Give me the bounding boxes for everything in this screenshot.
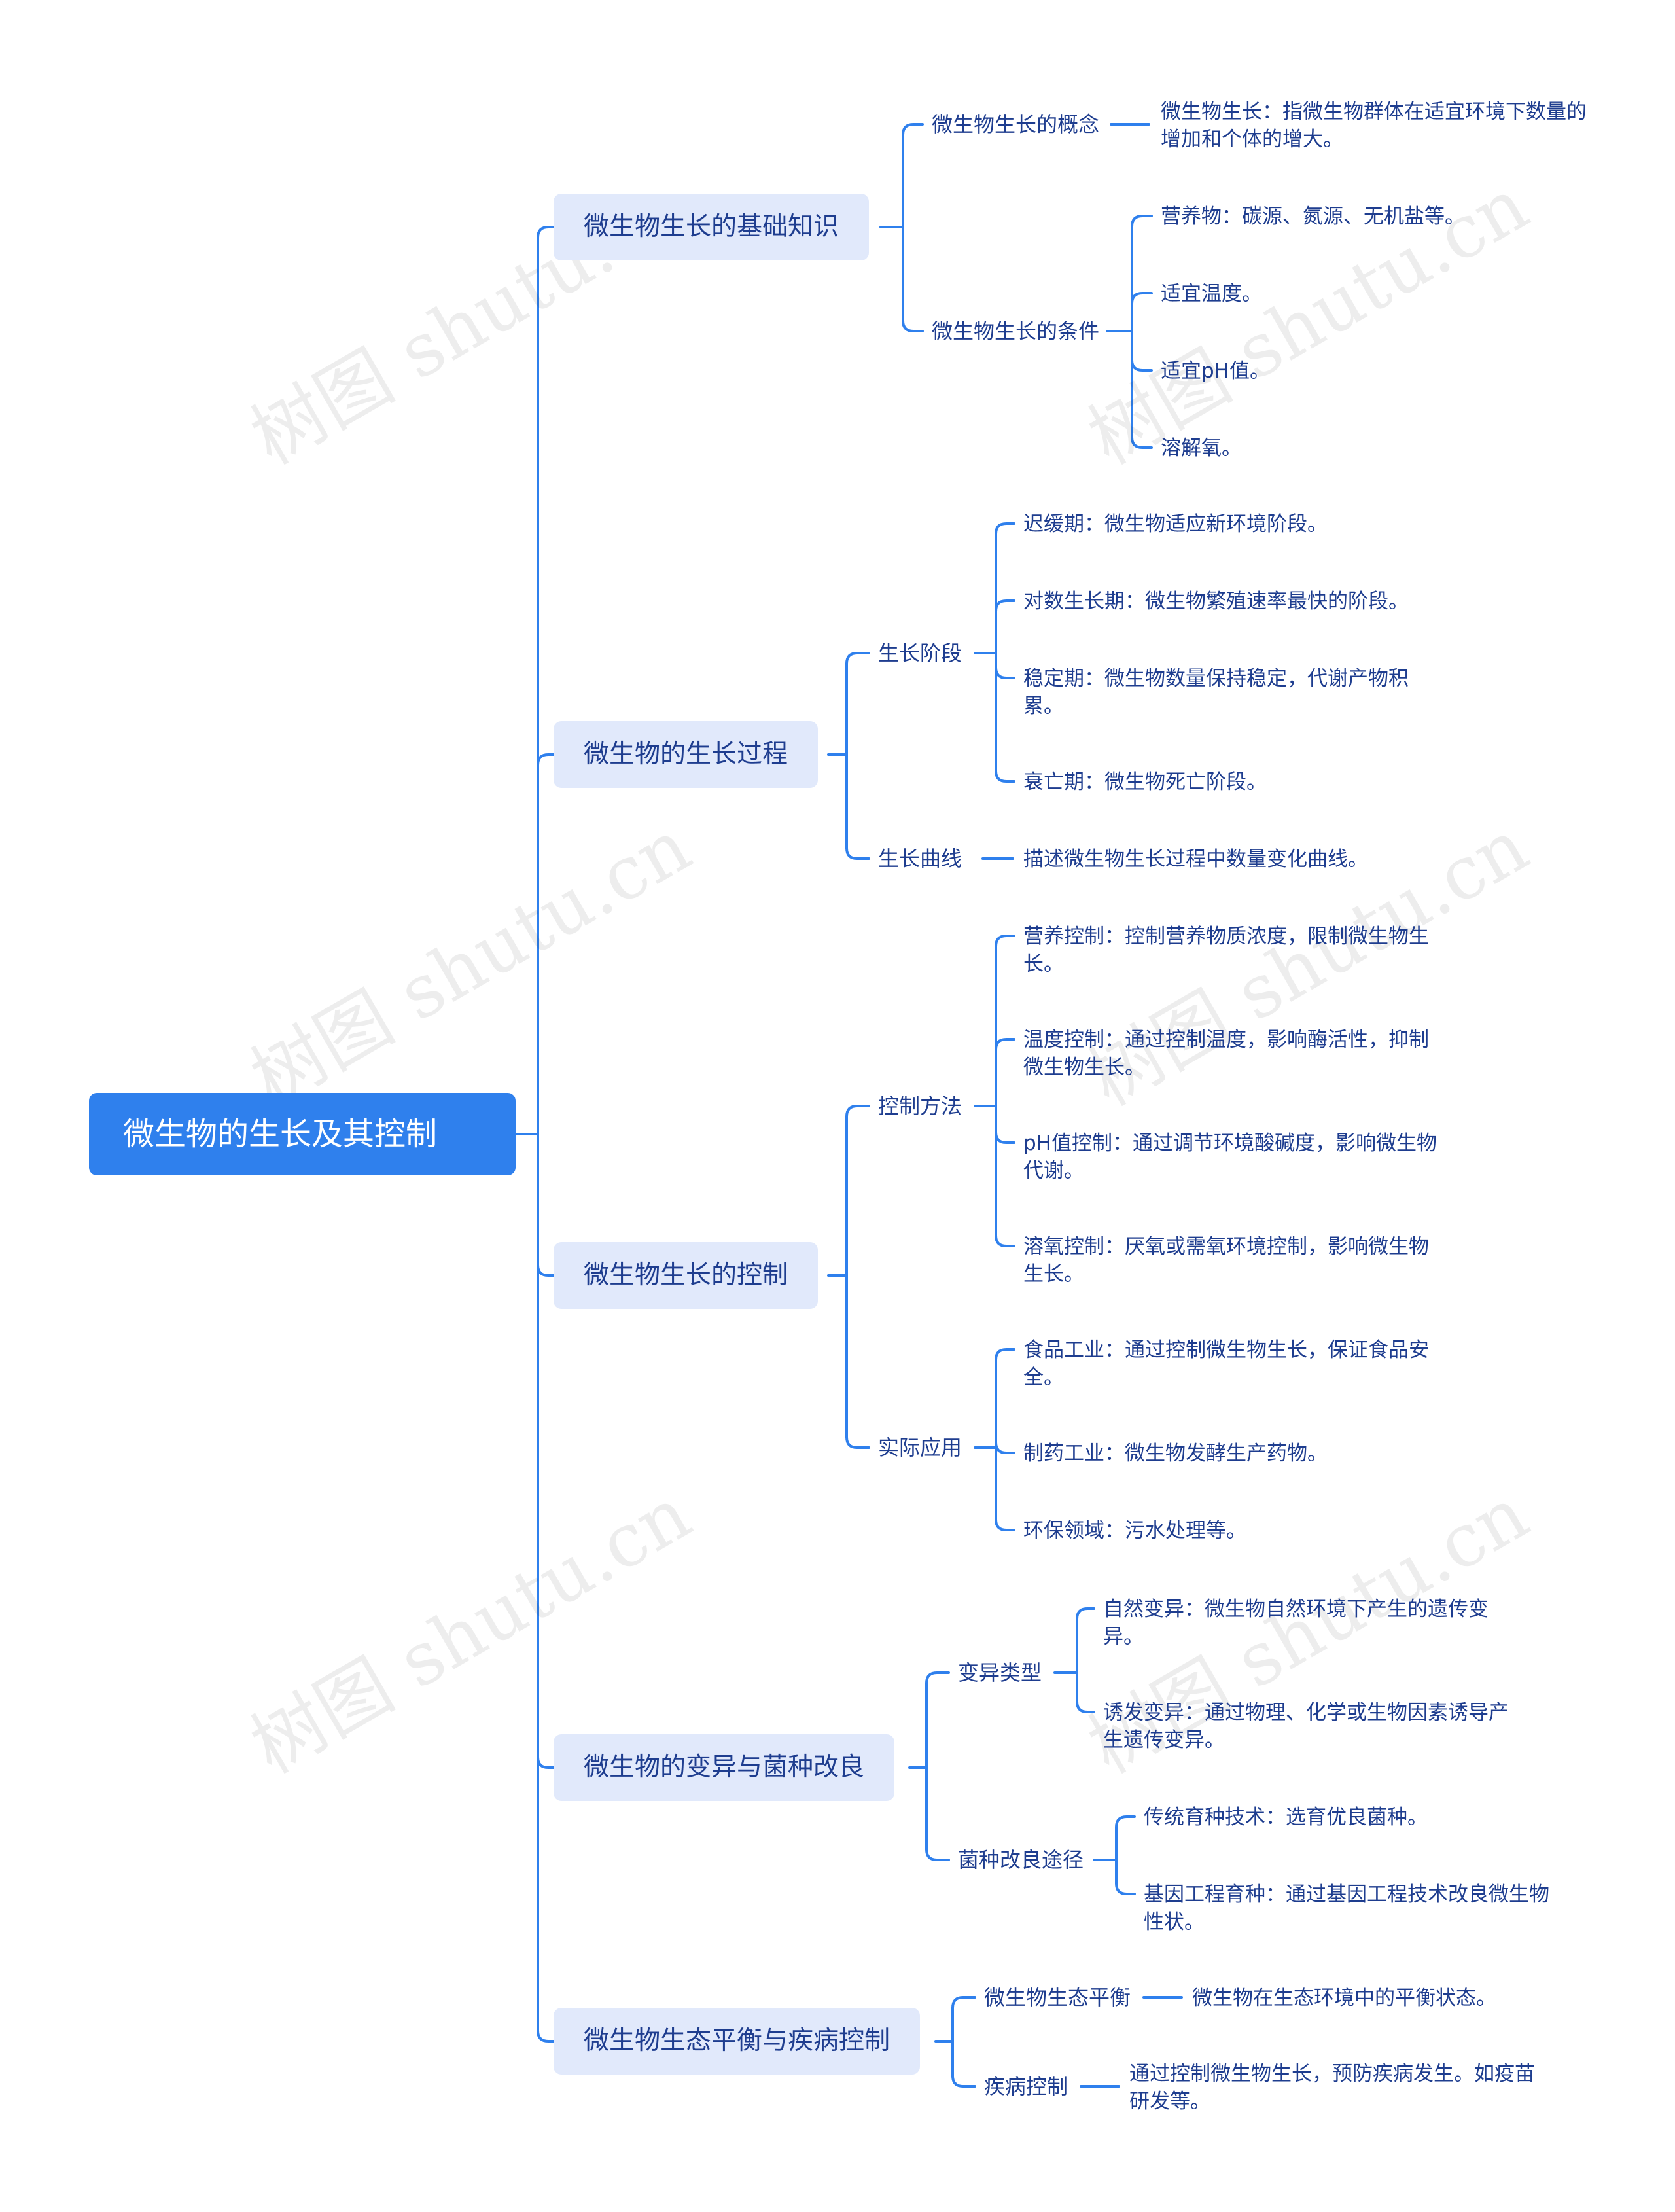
root-topic[interactable]: 微生物的生长及其控制 (89, 1093, 516, 1175)
connector-line (951, 2075, 976, 2088)
connector-line (995, 666, 1015, 679)
leaf-log-phase[interactable]: 对数生长期：微生物繁殖速率最快的阶段。 (1023, 590, 1409, 613)
connector-line (995, 1348, 1015, 1361)
connector-line (995, 1131, 1015, 1144)
topic-disease-control[interactable]: 疾病控制 (984, 2074, 1068, 2099)
branch-basics[interactable]: 微生物生长的基础知识 (554, 194, 870, 260)
topic-control-methods[interactable]: 控制方法 (878, 1094, 962, 1118)
connector-line (1115, 1882, 1136, 1895)
branch-ecology-disease[interactable]: 微生物生态平衡与疾病控制 (554, 2008, 921, 2075)
connector-line (995, 770, 1015, 783)
connector-line (537, 226, 555, 239)
leaf-lag-phase[interactable]: 迟缓期：微生物适应新环境阶段。 (1023, 512, 1328, 536)
topic-variation-types[interactable]: 变异类型 (958, 1660, 1042, 1685)
branch-growth-process[interactable]: 微生物的生长过程 (554, 721, 819, 788)
leaf-ph-control[interactable]: pH值控制：通过调节环境酸碱度，影响微生物代谢。 (1023, 1132, 1437, 1183)
leaf-natural-variation[interactable]: 自然变异：微生物自然环境下产生的遗传变异。 (1103, 1597, 1489, 1649)
connector-line (1131, 292, 1153, 305)
connector-line (995, 599, 1015, 613)
branch-growth-control[interactable]: 微生物生长的控制 (554, 1242, 819, 1309)
topic-growth-conditions[interactable]: 微生物生长的条件 (932, 319, 1100, 344)
connector-line (902, 319, 924, 332)
connector-line (995, 1234, 1015, 1247)
topic-ecological-balance[interactable]: 微生物生态平衡 (984, 1985, 1131, 2010)
leaf-stationary-phase[interactable]: 稳定期：微生物数量保持稳定，代谢产物积累。 (1023, 667, 1409, 718)
leaf-growth-definition[interactable]: 微生物生长：指微生物群体在适宜环境下数量的增加和个体的增大。 (1161, 100, 1587, 151)
leaf-ph[interactable]: 适宜pH值。 (1161, 359, 1270, 383)
leaf-traditional-breeding[interactable]: 传统育种技术：选育优良菌种。 (1144, 1806, 1428, 1829)
connector-line (925, 1848, 950, 1861)
leaf-pharma-industry[interactable]: 制药工业：微生物发酵生产药物。 (1023, 1442, 1328, 1465)
leaf-genetic-engineering[interactable]: 基因工程育种：通过基因工程技术改良微生物性状。 (1144, 1883, 1549, 1934)
leaf-ecological-balance[interactable]: 微生物在生态环境中的平衡状态。 (1192, 1986, 1496, 2010)
connector-line (1115, 1815, 1136, 1828)
connector-line (1131, 359, 1153, 372)
connector-line (902, 123, 924, 136)
branch-variation-improvement[interactable]: 微生物的变异与菌种改良 (554, 1734, 895, 1801)
connector-line (537, 2029, 555, 2043)
leaf-growth-curve[interactable]: 描述微生物生长过程中数量变化曲线。 (1023, 847, 1368, 871)
leaf-oxygen-control[interactable]: 溶氧控制：厌氧或需氧环境控制，影响微生物生长。 (1023, 1235, 1429, 1286)
topic-strain-improvement[interactable]: 菌种改良途径 (958, 1847, 1084, 1872)
connector-line (845, 652, 870, 665)
topic-growth-phases[interactable]: 生长阶段 (878, 641, 962, 666)
connector-line (995, 1518, 1015, 1531)
leaf-death-phase[interactable]: 衰亡期：微生物死亡阶段。 (1023, 770, 1267, 794)
leaf-disease-control[interactable]: 通过控制微生物生长，预防疾病发生。如疫苗研发等。 (1129, 2062, 1535, 2113)
connector-line (995, 1038, 1015, 1051)
topic-growth-concept[interactable]: 微生物生长的概念 (932, 112, 1100, 137)
connector-line (537, 753, 555, 766)
leaf-induced-variation[interactable]: 诱发变异：通过物理、化学或生物因素诱导产生遗传变异。 (1103, 1701, 1509, 1752)
leaf-nutrients[interactable]: 营养物：碳源、氮源、无机盐等。 (1161, 205, 1465, 228)
leaf-dissolved-oxygen[interactable]: 溶解氧。 (1161, 437, 1242, 460)
connector-line (951, 1996, 976, 2009)
connector-line (1131, 215, 1153, 228)
leaf-nutrient-control[interactable]: 营养控制：控制营养物质浓度，限制微生物生长。 (1023, 925, 1429, 976)
connector-line (1076, 1607, 1095, 1620)
leaf-food-industry[interactable]: 食品工业：通过控制微生物生长，保证食品安全。 (1023, 1338, 1429, 1389)
connector-line (1131, 436, 1153, 449)
connector-line (537, 1756, 555, 1769)
connector-line (1076, 1700, 1095, 1713)
topic-applications[interactable]: 实际应用 (878, 1435, 962, 1460)
topic-growth-curve[interactable]: 生长曲线 (878, 846, 962, 871)
leaf-environmental[interactable]: 环保领域：污水处理等。 (1023, 1519, 1246, 1543)
connector-line (925, 1671, 950, 1685)
leaf-temperature[interactable]: 适宜温度。 (1161, 282, 1262, 306)
connector-line (845, 1436, 870, 1449)
connector-line (995, 935, 1015, 948)
leaf-temperature-control[interactable]: 温度控制：通过控制温度，影响酶活性，抑制微生物生长。 (1023, 1028, 1429, 1079)
connector-line (537, 1264, 555, 1277)
connector-line (995, 522, 1015, 535)
connector-line (845, 1105, 870, 1118)
connector-line (995, 1441, 1015, 1454)
connector-line (845, 847, 870, 860)
